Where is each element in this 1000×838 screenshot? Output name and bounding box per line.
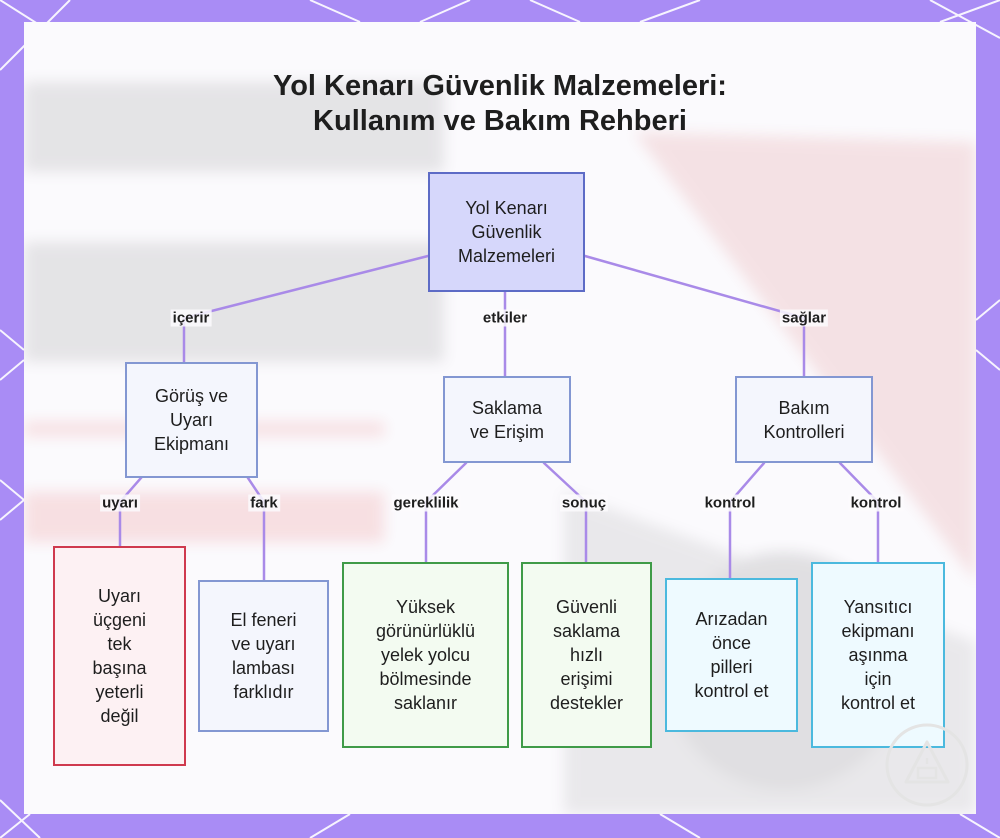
node-triangle-warning: Uyarı üçgeni tek başına yeterli değil bbox=[53, 546, 186, 766]
node-maintenance-checks: Bakım Kontrolleri bbox=[735, 376, 873, 463]
node-check-reflective: Yansıtıcı ekipmanı aşınma için kontrol e… bbox=[811, 562, 945, 748]
node-flashlight-lamp: El feneri ve uyarı lambası farklıdır bbox=[198, 580, 329, 732]
edge-label-includes: içerir bbox=[170, 309, 212, 327]
edge-label-requirement: gereklilik bbox=[391, 494, 461, 512]
edge-visibility-flashlight bbox=[236, 461, 266, 582]
edge-root-maintenance bbox=[583, 254, 806, 378]
edge-root-visibility bbox=[182, 254, 430, 364]
diagram-title-line-2: Kullanım ve Bakım Rehberi bbox=[313, 105, 687, 137]
node-high-vis-vest: Yüksek görünürlüklü yelek yolcu bölmesin… bbox=[342, 562, 509, 748]
node-root: Yol Kenarı Güvenlik Malzemeleri bbox=[428, 172, 585, 292]
edge-storage-safe bbox=[542, 461, 588, 564]
edge-label-difference: fark bbox=[248, 494, 280, 512]
node-storage-access: Saklama ve Erişim bbox=[443, 376, 571, 463]
node-visibility-equipment: Görüş ve Uyarı Ekipmanı bbox=[125, 362, 258, 478]
edge-label-provides: sağlar bbox=[779, 309, 829, 327]
edge-label-warning: uyarı bbox=[100, 494, 140, 512]
diagram-title-line-1: Yol Kenarı Güvenlik Malzemeleri: bbox=[273, 70, 727, 102]
diagram-card: Yol Kenarı Güvenlik Malzemeleri: Kullanı… bbox=[24, 22, 976, 814]
edge-maintenance-batteries bbox=[728, 461, 766, 580]
edge-label-check-2: kontrol bbox=[848, 494, 904, 512]
node-safe-storage: Güvenli saklama hızlı erişimi destekler bbox=[521, 562, 652, 748]
edge-label-affects: etkiler bbox=[480, 309, 530, 327]
edge-label-result: sonuç bbox=[559, 494, 609, 512]
edge-maintenance-reflective bbox=[838, 461, 880, 564]
edge-storage-vest bbox=[424, 461, 468, 564]
node-check-batteries: Arızadan önce pilleri kontrol et bbox=[665, 578, 798, 732]
warning-triangle-logo-icon bbox=[885, 723, 969, 807]
edge-label-check-1: kontrol bbox=[702, 494, 758, 512]
